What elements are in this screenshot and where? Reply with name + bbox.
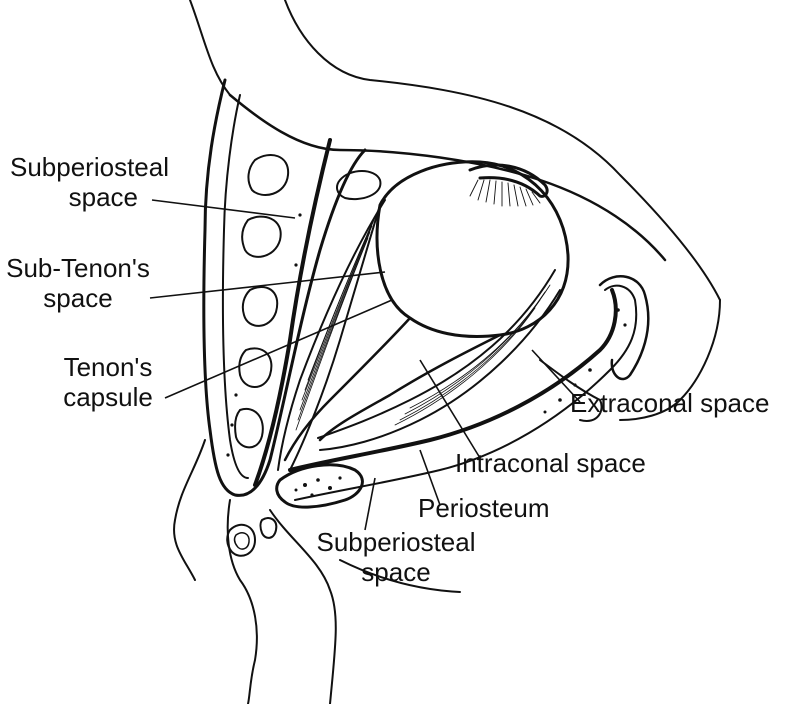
label-subperiosteal-lower-line1: Subperiosteal (298, 527, 494, 557)
sinus-cell-1 (248, 155, 288, 195)
sinus-cell-5 (235, 409, 263, 447)
eyelashes (470, 180, 540, 206)
label-subperiosteal-upper-line1: Subperiosteal (10, 152, 146, 182)
label-sub-tenons-space: Sub-Tenon's space (4, 253, 152, 313)
label-periosteum: Periosteum (418, 493, 550, 523)
label-intraconal-text: Intraconal space (455, 448, 646, 478)
leader-tenons-capsule (165, 300, 392, 398)
label-sub-tenons-line2: space (4, 283, 152, 313)
lacrimal-loop (227, 525, 255, 556)
label-extraconal-space: Extraconal space (570, 388, 769, 418)
label-subperiosteal-space-lower: Subperiosteal space (298, 527, 494, 587)
label-subperiosteal-lower-line2: space (298, 557, 494, 587)
sinus-cell-3 (243, 287, 277, 326)
label-subperiosteal-upper-line2: space (10, 182, 146, 212)
globe-outline (377, 162, 568, 337)
skin-outline (190, 0, 720, 300)
nasal-contour (174, 440, 205, 580)
brow-outline (230, 95, 665, 260)
label-tenons-capsule-line1: Tenon's (50, 352, 166, 382)
label-sub-tenons-line1: Sub-Tenon's (4, 253, 152, 283)
label-tenons-capsule: Tenon's capsule (50, 352, 166, 412)
label-tenons-capsule-line2: capsule (50, 382, 166, 412)
zygoma-outline (600, 276, 648, 379)
periosteum-roof (255, 140, 330, 485)
sinus-cell-2 (242, 217, 281, 257)
label-subperiosteal-space-upper: Subperiosteal space (10, 152, 146, 212)
label-extraconal-text: Extraconal space (570, 388, 769, 418)
label-periosteum-text: Periosteum (418, 493, 550, 523)
nasal-small-cell (261, 518, 277, 538)
label-intraconal-space: Intraconal space (455, 448, 646, 478)
lacrimal-loop-inner (235, 533, 249, 549)
